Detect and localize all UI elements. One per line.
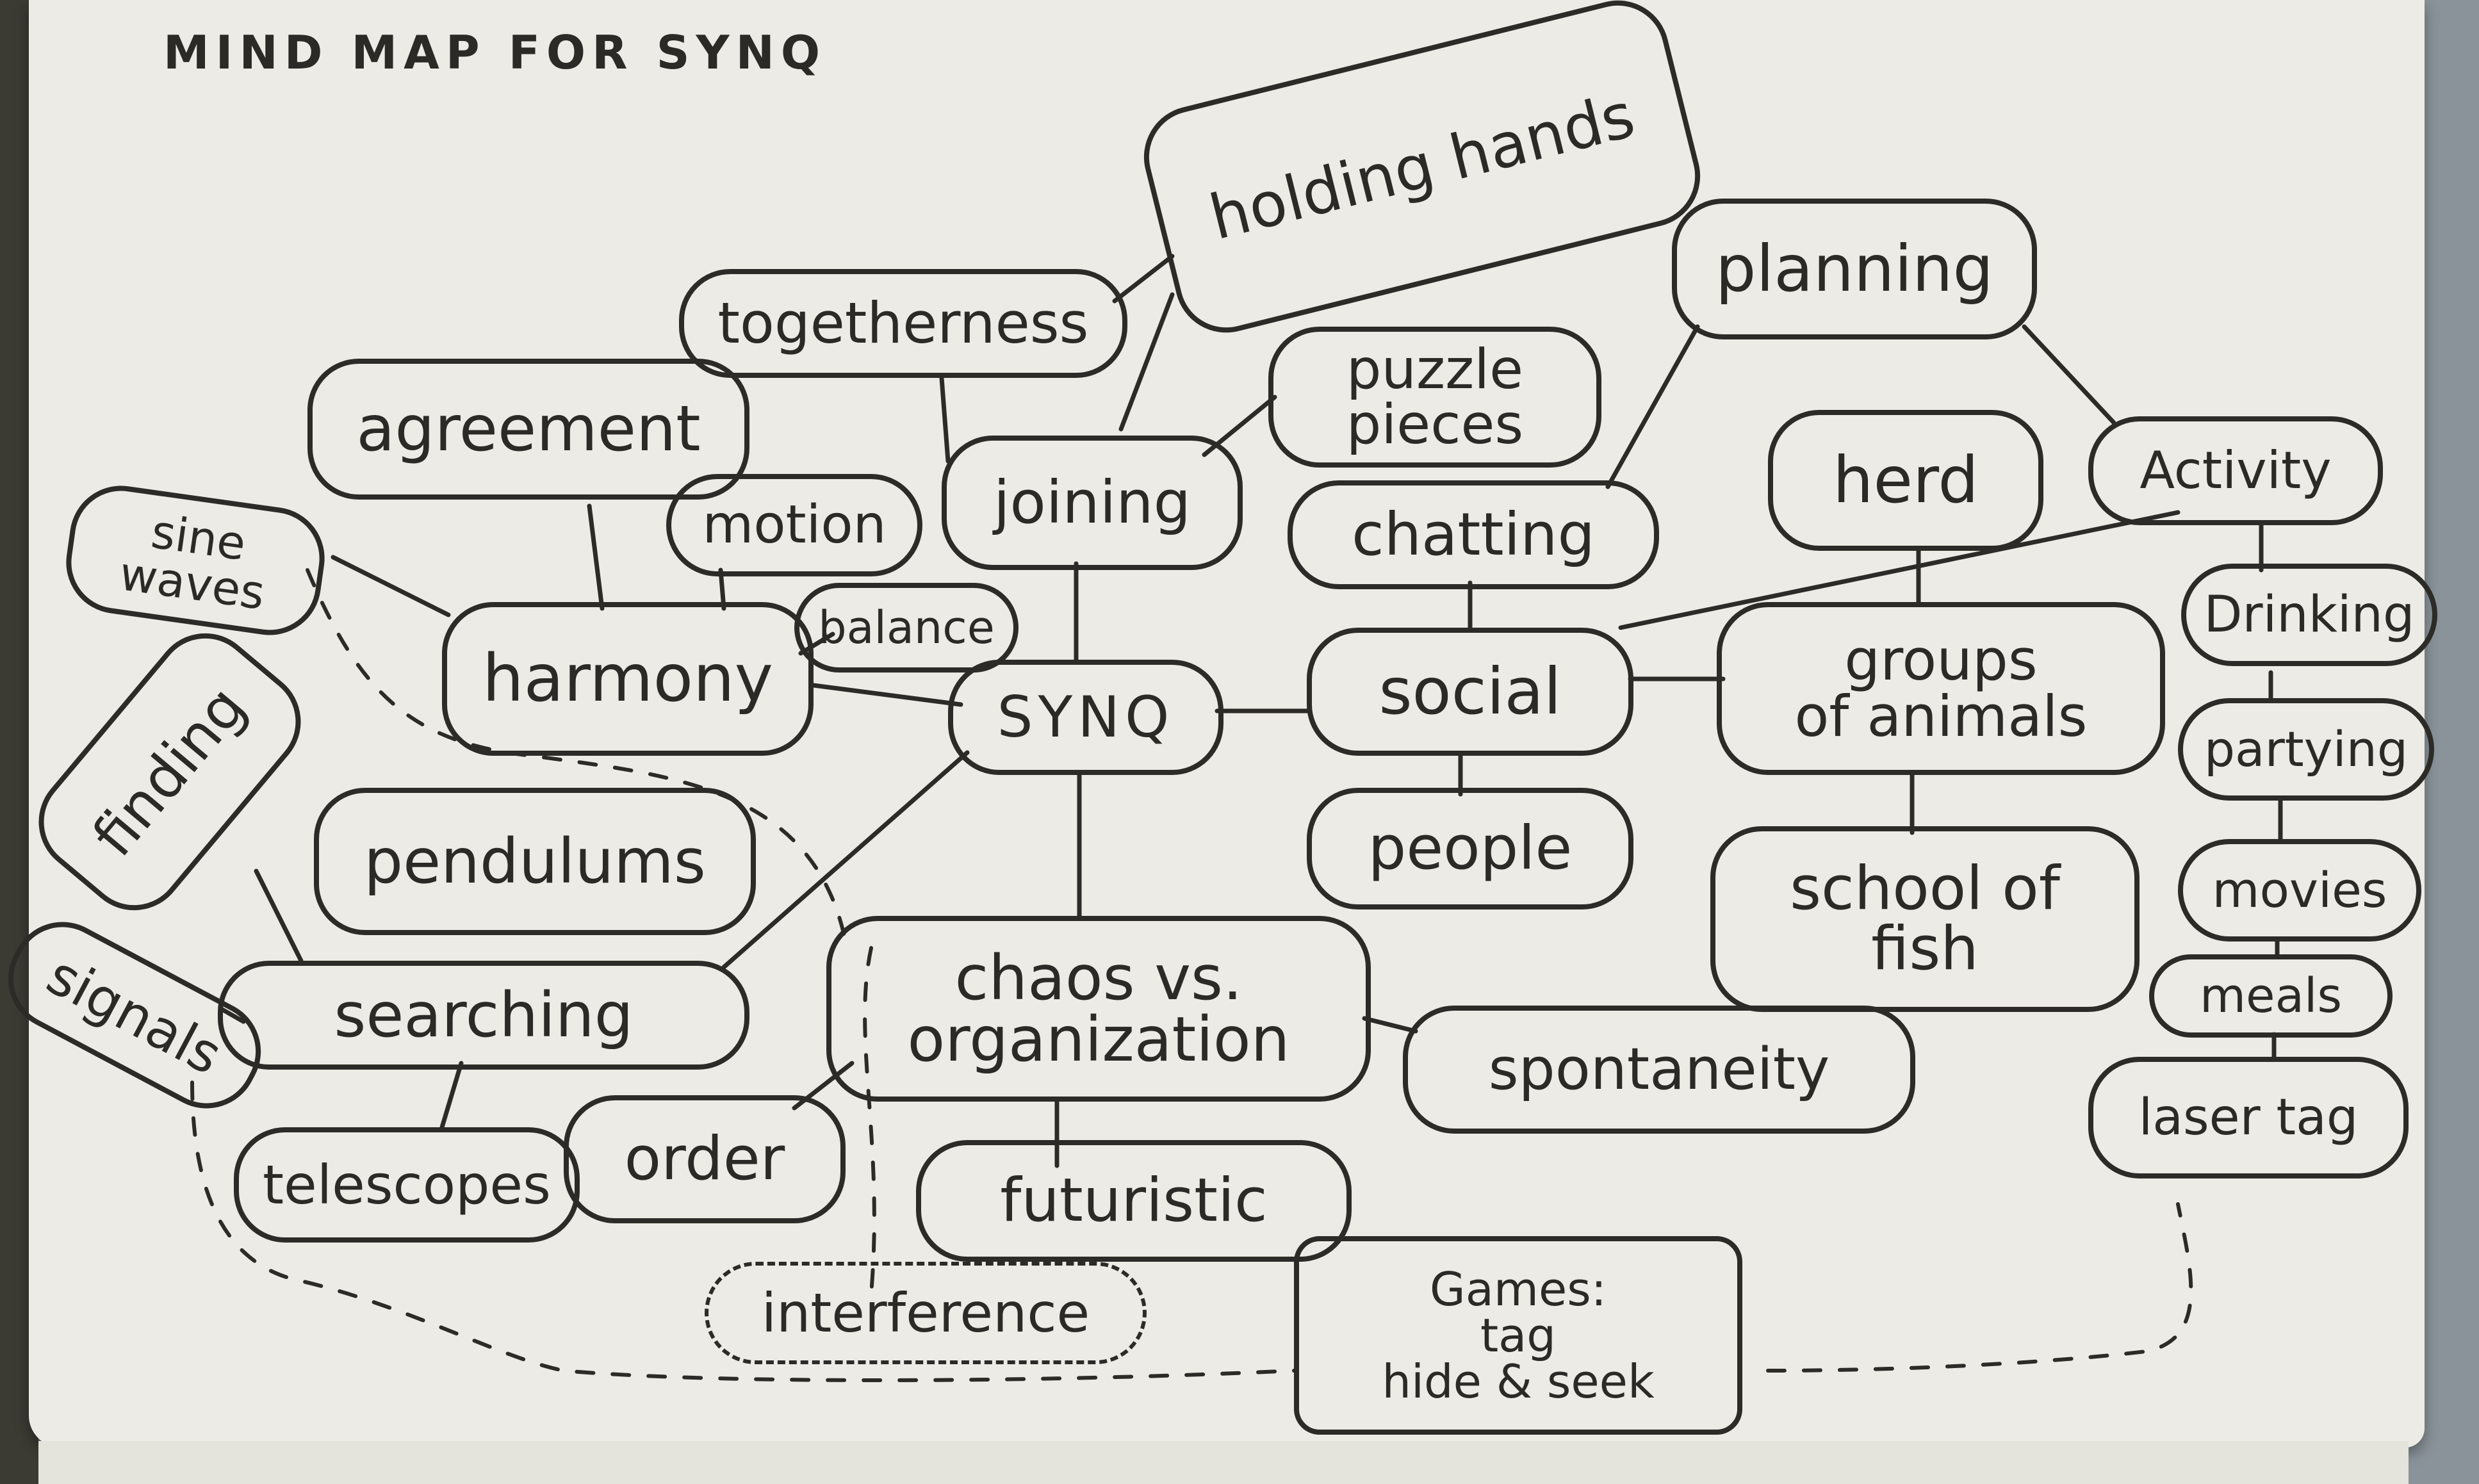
node-groups-of-animals: groups of animals [1717,602,2165,775]
node-school-of-fish: school of fish [1710,826,2139,1012]
node-joining: joining [942,436,1243,570]
node-spontaneity: spontaneity [1403,1006,1915,1134]
node-searching: searching [218,961,749,1070]
node-motion: motion [666,474,922,576]
node-herd: herd [1768,410,2043,551]
node-planning: planning [1672,199,2037,339]
node-chaos-vs-organization: chaos vs. organization [826,916,1371,1102]
node-agreement: agreement [307,359,749,500]
node-movies: movies [2178,839,2421,942]
node-telescopes: telescopes [234,1127,580,1243]
next-page-edge [38,1441,2409,1484]
node-chatting: chatting [1288,480,1659,589]
node-laser-tag: laser tag [2088,1057,2409,1178]
node-partying: partying [2178,698,2434,801]
node-people: people [1307,788,1633,909]
node-synq: SYNQ [948,660,1223,775]
node-futuristic: futuristic [916,1140,1352,1262]
node-harmony: harmony [442,602,814,756]
node-drinking: Drinking [2181,564,2437,666]
page-title: MIND MAP FOR SYNQ [163,26,827,79]
node-meals: meals [2149,954,2393,1038]
node-social: social [1307,628,1633,756]
node-games: Games: tag hide & seek [1294,1236,1742,1435]
node-activity: Activity [2088,416,2383,525]
node-interference: interference [705,1262,1147,1364]
node-balance: balance [794,583,1019,673]
node-order: order [564,1095,846,1223]
node-pendulums: pendulums [314,788,756,935]
node-togetherness: togetherness [679,269,1127,378]
node-puzzle-pieces: puzzle pieces [1268,327,1601,468]
